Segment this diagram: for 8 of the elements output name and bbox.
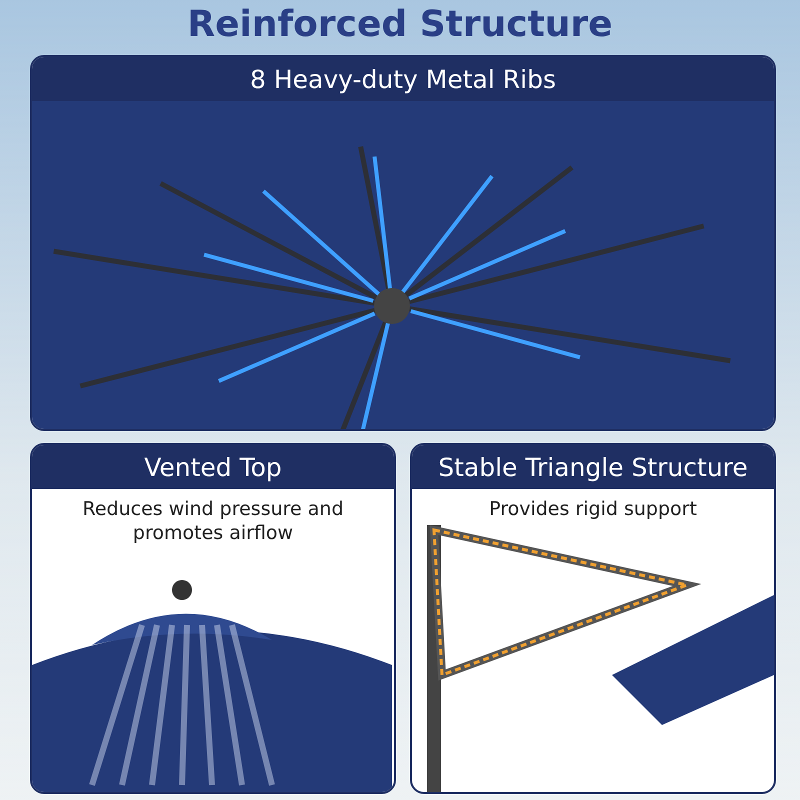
feature-panel xyxy=(30,443,396,794)
panel-heading: Vented Top xyxy=(144,452,282,482)
feature-description: Reduces wind pressure and promotes airflow xyxy=(81,497,345,545)
title: Reinforced Structure xyxy=(186,4,614,45)
panel-heading: Stable Triangle Structure xyxy=(438,452,748,482)
feature-description: Provides rigid support xyxy=(488,497,698,521)
feature-panel xyxy=(410,443,776,794)
panel-heading: 8 Heavy-duty Metal Ribs xyxy=(250,64,556,94)
